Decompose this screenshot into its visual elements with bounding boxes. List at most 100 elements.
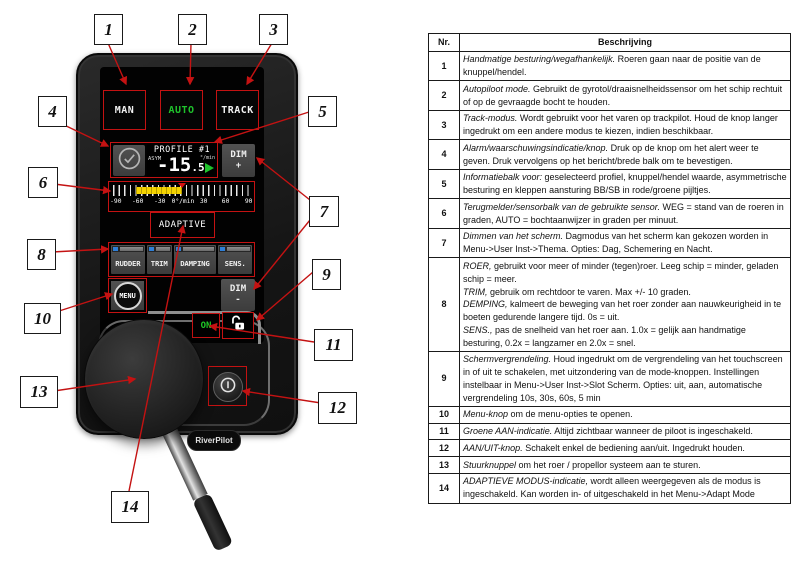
row-number: 8 bbox=[428, 257, 460, 352]
unlock-icon bbox=[229, 314, 248, 337]
callout-10: 10 bbox=[24, 303, 61, 334]
row-number: 3 bbox=[428, 109, 460, 141]
callout-9: 9 bbox=[312, 259, 341, 290]
profile-label: PROFILE #1 bbox=[153, 145, 211, 155]
asym-label: ASYM bbox=[148, 156, 162, 162]
row-number: 4 bbox=[428, 139, 460, 170]
row-description: Stuurknuppel om het roer / propellor sys… bbox=[459, 456, 791, 474]
gauge-label: -90 bbox=[110, 198, 122, 205]
callout-3: 3 bbox=[259, 14, 288, 45]
dim-minus-button[interactable]: DIM - bbox=[221, 279, 255, 311]
row-number: 11 bbox=[428, 422, 460, 441]
row-number: 6 bbox=[428, 198, 460, 229]
row-description: Track-modus. Wordt gebruikt voor het var… bbox=[459, 109, 791, 141]
device-screen: MAN AUTO TRACK PROFILE #1 ASYM -15.5 °/m… bbox=[100, 67, 264, 344]
callout-5: 5 bbox=[308, 96, 337, 127]
header-nr: Nr. bbox=[428, 33, 460, 52]
callout-12: 12 bbox=[318, 392, 357, 424]
gauge-yellow-bar bbox=[136, 187, 182, 194]
row-description: Menu-knop om de menu-opties te openen. bbox=[459, 405, 791, 424]
on-indicator: ON bbox=[192, 313, 220, 338]
power-icon bbox=[217, 374, 239, 401]
callout-4: 4 bbox=[38, 96, 67, 127]
sensor-gauge: -90 -60 -30 0°/min 30 60 90 bbox=[108, 181, 255, 212]
callout-11: 11 bbox=[314, 329, 353, 361]
row-description: Handmatige besturing/wegafhankelijk. Roe… bbox=[459, 50, 791, 82]
blue-led-icon bbox=[220, 247, 226, 251]
callout-1: 1 bbox=[94, 14, 123, 45]
row-description: AAN/UIT-knop. Schakelt enkel de bedienin… bbox=[459, 439, 791, 458]
row-number: 5 bbox=[428, 168, 460, 200]
row-description: Schermvergrendeling. Houd ingedrukt om d… bbox=[459, 350, 791, 407]
gauge-label: -30 bbox=[154, 198, 166, 205]
man-mode-button[interactable]: MAN bbox=[103, 90, 146, 130]
blue-led-icon bbox=[148, 247, 154, 251]
menu-button-area: MENU bbox=[108, 278, 147, 313]
row-number: 12 bbox=[428, 439, 460, 458]
power-button-area bbox=[208, 366, 247, 406]
screen-lock-button[interactable] bbox=[222, 312, 254, 339]
auto-mode-button[interactable]: AUTO bbox=[160, 90, 203, 130]
callout-2: 2 bbox=[178, 14, 207, 45]
gauge-label: -60 bbox=[132, 198, 144, 205]
menu-button[interactable]: MENU bbox=[113, 281, 142, 310]
dim-plus-button[interactable]: DIM + bbox=[222, 144, 255, 177]
callout-13: 13 bbox=[20, 376, 58, 408]
callout-7: 7 bbox=[309, 196, 339, 227]
steering-value: -15.5 bbox=[157, 154, 205, 176]
callout-8: 8 bbox=[27, 239, 56, 270]
row-number: 10 bbox=[428, 405, 460, 424]
callout-6: 6 bbox=[28, 167, 58, 198]
info-bar: PROFILE #1 ASYM -15.5 °/min bbox=[110, 142, 218, 178]
row-description: Terugmelder/sensorbalk van de gebruikte … bbox=[459, 198, 791, 229]
joystick-knob[interactable] bbox=[84, 319, 204, 439]
brand-label: RiverPilot bbox=[187, 430, 241, 451]
gauge-label: 60 bbox=[221, 198, 230, 205]
trim-button[interactable]: TRIM bbox=[146, 245, 172, 274]
row-number: 1 bbox=[428, 50, 460, 82]
sens-button[interactable]: SENS. bbox=[218, 245, 252, 274]
header-description: Beschrijving bbox=[459, 33, 791, 52]
row-number: 13 bbox=[428, 456, 460, 474]
rudder-button[interactable]: RUDDER bbox=[111, 245, 145, 274]
row-number: 7 bbox=[428, 227, 460, 259]
row-number: 9 bbox=[428, 350, 460, 407]
green-arrow-icon bbox=[205, 163, 214, 173]
row-description: Groene AAN-indicatie. Altijd zichtbaar w… bbox=[459, 422, 791, 441]
row-number: 14 bbox=[428, 472, 460, 504]
alarm-button[interactable] bbox=[113, 145, 145, 176]
trim-button-row: RUDDER TRIM DAMPING SENS. bbox=[108, 242, 255, 277]
lever-grip bbox=[191, 493, 233, 553]
row-number: 2 bbox=[428, 80, 460, 111]
value-unit: °/min bbox=[199, 155, 215, 161]
row-description: ADAPTIEVE MODUS-indicatie, wordt alleen … bbox=[459, 472, 791, 504]
check-icon bbox=[117, 146, 142, 175]
profile-info: PROFILE #1 ASYM -15.5 °/min bbox=[147, 144, 217, 177]
callout-14: 14 bbox=[111, 491, 149, 523]
row-description: Alarm/waarschuwingsindicatie/knop. Druk … bbox=[459, 139, 791, 170]
table-header-row: Nr. Beschrijving bbox=[428, 33, 791, 52]
blue-led-icon bbox=[113, 247, 118, 251]
row-description: Dimmen van het scherm. Dagmodus van het … bbox=[459, 227, 791, 259]
row-description: Informatiebalk voor: geselecteerd profie… bbox=[459, 168, 791, 200]
gauge-label: 30 bbox=[199, 198, 208, 205]
gauge-pointer-icon bbox=[177, 183, 186, 188]
damping-button[interactable]: DAMPING bbox=[173, 245, 217, 274]
power-button[interactable] bbox=[213, 372, 243, 402]
track-mode-button[interactable]: TRACK bbox=[216, 90, 259, 130]
